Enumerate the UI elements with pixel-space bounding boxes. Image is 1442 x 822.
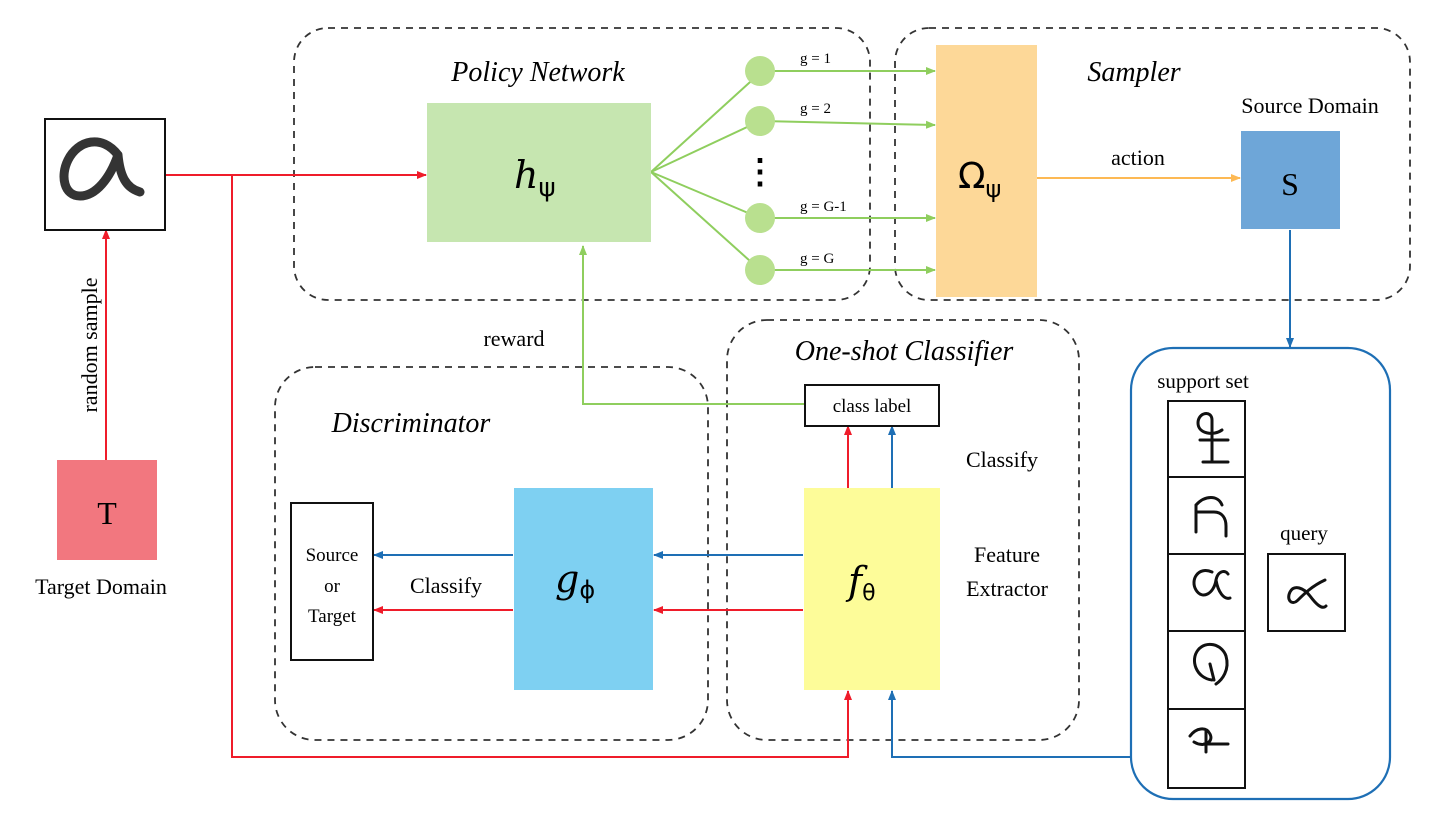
- reward-label: reward: [483, 326, 544, 351]
- input-digit-icon: [59, 137, 145, 201]
- target-domain-box: [57, 460, 157, 560]
- support-glyph-1-icon: [1196, 412, 1230, 464]
- class-label-text: class label: [833, 396, 912, 417]
- source-or-target-box: [290, 502, 374, 661]
- blue-arrow-support-to-feature: [888, 690, 1131, 758]
- sampler-box: [936, 45, 1037, 297]
- green-edge-4: [650, 171, 761, 271]
- query-glyph-icon: [1287, 578, 1328, 609]
- discriminator-title: Discriminator: [331, 408, 491, 439]
- group-node-3: [745, 203, 775, 233]
- support-glyph-2-icon: [1194, 496, 1228, 538]
- group-node-4: [745, 255, 775, 285]
- red-arrow-image-to-feature: [231, 175, 852, 758]
- source-domain-box: [1241, 131, 1340, 229]
- support-set-panel: [1129, 346, 1392, 801]
- green-edge-2: [650, 120, 761, 173]
- feature-extractor-line2: Extractor: [966, 576, 1049, 601]
- one-shot-classifier-title: One-shot Classifier: [795, 336, 1014, 367]
- target-symbol: T: [97, 495, 117, 531]
- group-node-2: [745, 106, 775, 136]
- sampler-region: [894, 27, 1411, 301]
- support-glyph-4-icon: [1193, 642, 1229, 686]
- feature-extractor-box: [804, 488, 940, 690]
- source-or-target-line2: or: [324, 576, 341, 597]
- group-label-4: g = G: [800, 251, 834, 267]
- support-set-label: support set: [1157, 369, 1249, 393]
- source-domain-label: Source Domain: [1241, 93, 1378, 118]
- source-symbol: S: [1281, 166, 1299, 202]
- green-edge-1: [650, 72, 761, 173]
- query-box: [1267, 553, 1346, 632]
- class-label-box: [804, 384, 940, 427]
- sampler-symbol: Ωψ: [958, 156, 1001, 203]
- policy-box: [427, 103, 651, 242]
- action-label: action: [1111, 145, 1165, 170]
- policy-symbol: hψ: [514, 153, 556, 203]
- group-label-2: g = 2: [800, 101, 831, 117]
- group-label-3: g = G-1: [800, 199, 847, 215]
- target-domain-label: Target Domain: [35, 574, 167, 599]
- random-sample-label: random sample: [77, 277, 102, 412]
- policy-network-title: Policy Network: [450, 57, 625, 88]
- support-glyph-5-icon: [1188, 727, 1230, 754]
- source-or-target-line1: Source: [306, 545, 359, 566]
- discriminator-box: [514, 488, 653, 690]
- sampler-title: Sampler: [1087, 57, 1180, 88]
- ellipsis: ⋮: [743, 154, 777, 191]
- support-glyph-3-icon: [1192, 569, 1232, 600]
- discriminator-symbol: gϕ: [555, 557, 595, 604]
- classify-right-label: Classify: [966, 447, 1038, 472]
- one-shot-classifier-region: [726, 319, 1080, 741]
- classify-left-label: Classify: [410, 573, 482, 598]
- group-label-1: g = 1: [800, 51, 831, 67]
- query-label: query: [1280, 521, 1328, 545]
- source-or-target-line3: Target: [308, 606, 357, 627]
- discriminator-region: [274, 366, 709, 741]
- group-node-1: [745, 56, 775, 86]
- green-arrow-g2: [759, 120, 936, 129]
- green-edge-3: [650, 171, 761, 219]
- feature-extractor-line1: Feature: [974, 542, 1040, 567]
- green-arrow-reward: [579, 245, 805, 405]
